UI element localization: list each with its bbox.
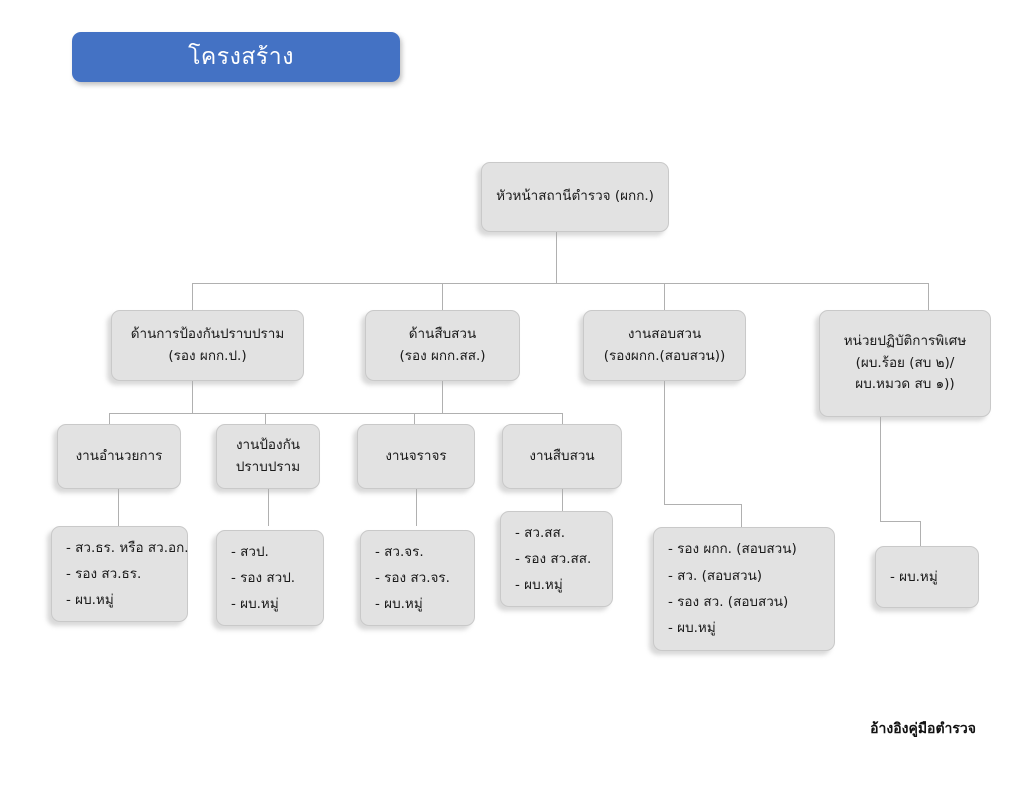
connector-level3-bus-investigation	[442, 413, 562, 414]
node-division-inquiry-line-1: งานสอบสวน	[627, 325, 702, 342]
connector-sec-prevention-to-roles	[268, 489, 269, 526]
node-roles-inquiry-line-3: - รอง สว. (สอบสวน)	[668, 594, 789, 610]
node-roles-traffic-line-2: - รอง สว.จร.	[375, 569, 450, 586]
connector-special-elbow	[880, 521, 920, 522]
node-section-admin-line-1: งานอำนวยการ	[75, 447, 163, 464]
node-roles-inquiry-line-4: - ผบ.หมู่	[668, 620, 716, 637]
connector-special-drop	[920, 521, 921, 546]
node-roles-special-line-1: - ผบ.หมู่	[890, 568, 938, 585]
connector-inquiry-elbow	[664, 504, 741, 505]
node-roles-prevention-line-1: - สวป.	[231, 543, 269, 560]
node-section-prevention[interactable]: งานป้องกัน ปราบปราม	[216, 424, 320, 489]
node-section-traffic[interactable]: งานจราจร	[357, 424, 475, 489]
page-title: โครงสร้าง	[188, 44, 294, 70]
node-roles-prevention-line-2: - รอง สวป.	[231, 569, 296, 586]
node-section-admin[interactable]: งานอำนวยการ	[57, 424, 181, 489]
node-division-investigation[interactable]: ด้านสืบสวน (รอง ผกก.สส.)	[365, 310, 520, 381]
node-roles-admin-line-1: - สว.ธร. หรือ สว.อก.	[66, 539, 189, 556]
node-roles-inquiry-line-2: - สว. (สอบสวน)	[668, 567, 763, 584]
node-roles-investigation-line-1: - สว.สส.	[515, 524, 566, 541]
connector-sec-traffic-to-roles	[416, 489, 417, 526]
node-section-investigation-line-1: งานสืบสวน	[529, 447, 595, 464]
connector-drop-investigation	[442, 283, 443, 310]
node-division-special-line-1: หน่วยปฏิบัติการพิเศษ	[843, 332, 967, 349]
node-division-prevention-line-1: ด้านการป้องกันปราบปราม	[130, 325, 285, 342]
connector-level3-bus-prevention	[109, 413, 468, 414]
title-banner: โครงสร้าง	[72, 32, 400, 82]
node-division-special[interactable]: หน่วยปฏิบัติการพิเศษ (ผบ.ร้อย (สบ ๒)/ ผบ…	[819, 310, 991, 417]
connector-drop-inquiry	[664, 283, 665, 310]
connector-root-stem	[556, 231, 557, 283]
node-section-traffic-line-1: งานจราจร	[385, 447, 447, 464]
node-roles-inquiry[interactable]: - รอง ผกก. (สอบสวน) - สว. (สอบสวน) - รอง…	[653, 527, 835, 651]
node-roles-inquiry-line-1: - รอง ผกก. (สอบสวน)	[668, 541, 797, 558]
connector-drop-sec-prevention	[265, 413, 266, 424]
connector-sec-admin-to-roles	[118, 489, 119, 526]
node-roles-traffic[interactable]: - สว.จร. - รอง สว.จร. - ผบ.หมู่	[360, 530, 475, 626]
connector-prevention-stem	[192, 381, 193, 413]
connector-special-stem	[880, 417, 881, 521]
footer-reference-note: อ้างอิงคู่มือตำรวจ	[870, 721, 976, 737]
node-division-inquiry[interactable]: งานสอบสวน (รองผกก.(สอบสวน))	[583, 310, 746, 381]
connector-inquiry-stem	[664, 381, 665, 504]
node-division-prevention[interactable]: ด้านการป้องกันปราบปราม (รอง ผกก.ป.)	[111, 310, 304, 381]
connector-drop-sec-investigation	[562, 413, 563, 424]
node-roles-special[interactable]: - ผบ.หมู่	[875, 546, 979, 608]
connector-investigation-stem	[442, 381, 443, 413]
node-division-special-line-3: ผบ.หมวด สบ ๑))	[855, 376, 955, 393]
node-division-investigation-line-1: ด้านสืบสวน	[408, 325, 477, 342]
connector-level2-bus	[192, 283, 929, 284]
node-division-prevention-line-2: (รอง ผกก.ป.)	[168, 347, 247, 364]
connector-drop-sec-traffic	[414, 413, 415, 424]
node-roles-prevention[interactable]: - สวป. - รอง สวป. - ผบ.หมู่	[216, 530, 324, 626]
connector-drop-sec-admin	[109, 413, 110, 424]
node-roles-admin-line-2: - รอง สว.ธร.	[66, 565, 142, 582]
connector-inquiry-drop	[741, 504, 742, 527]
node-chief[interactable]: หัวหน้าสถานีตำรวจ (ผกก.)	[481, 162, 669, 232]
connector-drop-special	[928, 283, 929, 310]
node-roles-investigation-line-2: - รอง สว.สส.	[515, 550, 592, 567]
node-chief-line-1: หัวหน้าสถานีตำรวจ (ผกก.)	[496, 188, 654, 205]
node-section-prevention-line-1: งานป้องกัน	[235, 436, 301, 453]
node-roles-traffic-line-3: - ผบ.หมู่	[375, 596, 423, 613]
node-roles-investigation[interactable]: - สว.สส. - รอง สว.สส. - ผบ.หมู่	[500, 511, 613, 607]
node-section-prevention-line-2: ปราบปราม	[235, 458, 301, 475]
node-division-investigation-line-2: (รอง ผกก.สส.)	[399, 347, 486, 364]
node-roles-traffic-line-1: - สว.จร.	[375, 543, 424, 560]
node-roles-investigation-line-3: - ผบ.หมู่	[515, 577, 563, 594]
node-roles-admin-line-3: - ผบ.หมู่	[66, 592, 114, 609]
node-roles-prevention-line-3: - ผบ.หมู่	[231, 596, 279, 613]
node-division-special-line-2: (ผบ.ร้อย (สบ ๒)/	[855, 354, 955, 371]
connector-drop-prevention	[192, 283, 193, 310]
node-section-investigation[interactable]: งานสืบสวน	[502, 424, 622, 489]
connector-sec-investigation-to-roles	[562, 489, 563, 511]
node-division-inquiry-line-2: (รองผกก.(สอบสวน))	[603, 347, 726, 364]
node-roles-admin[interactable]: - สว.ธร. หรือ สว.อก. - รอง สว.ธร. - ผบ.ห…	[51, 526, 189, 622]
